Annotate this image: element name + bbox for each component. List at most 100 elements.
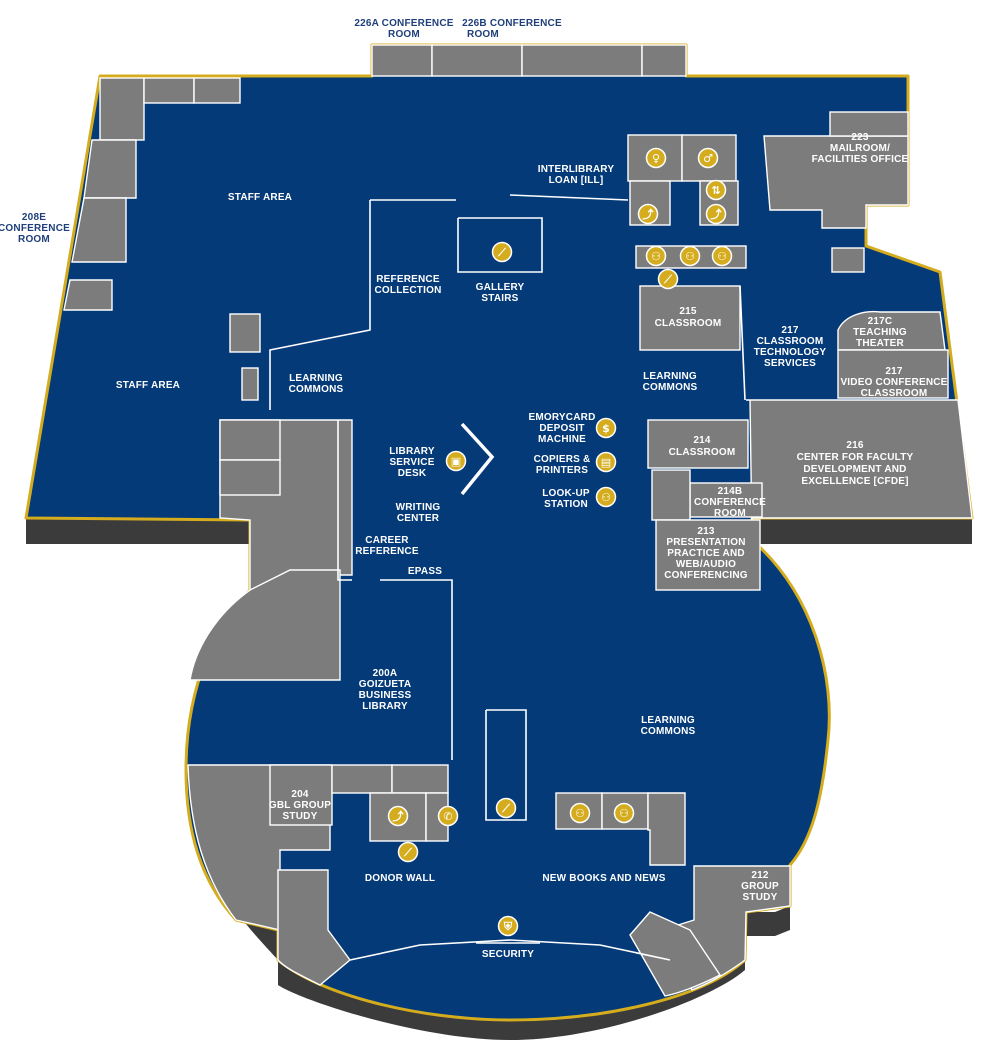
water-fountain-icon-glyph: ⤴ [711, 207, 723, 221]
room-223 [763, 135, 909, 229]
service-desk-icon-circle [445, 450, 467, 472]
wall-ref-vert [269, 200, 371, 410]
room-nw-1 [99, 77, 145, 141]
stairs-icon-circle [397, 841, 419, 863]
stairs-icon-glyph: ⟋ [663, 273, 673, 286]
room-sw-cluster [189, 569, 341, 681]
stairs-icon-glyph: ⟋ [497, 246, 507, 259]
room-left-a [229, 313, 261, 353]
security-icon-glyph: ⛨ [503, 920, 513, 933]
restroom-women-icon: ♀ [645, 147, 667, 169]
restroom-men-icon: ♂ [697, 147, 719, 169]
group-study-icon: ⚇ [711, 245, 733, 267]
room-223-c [831, 247, 865, 273]
stairs-icon: ⟋ [397, 841, 419, 863]
room-left-b [241, 367, 259, 401]
group-study-icon-circle [613, 802, 635, 824]
water-fountain-icon: ⤴ [387, 805, 409, 827]
water-fountain-icon-circle [705, 203, 727, 225]
room-215 [639, 285, 741, 351]
printer-icon-glyph: ▤ [601, 456, 611, 469]
room-226b-2 [641, 44, 687, 77]
room-226b [521, 44, 643, 77]
stairs-icon-circle [657, 268, 679, 290]
map-icons: ♀♂⤴⇅⤴⟋⚇⚇⚇⟋$▤⚇▣⤴✆⟋⟋⚇⚇⛨ [387, 147, 733, 937]
water-fountain-icon-glyph: ⤴ [393, 809, 405, 823]
security-icon: ⛨ [497, 915, 519, 937]
label-new-books: NEW BOOKS AND NEWS [542, 873, 665, 884]
room-223-b [829, 111, 909, 137]
label-donor-wall: DONOR WALL [365, 873, 435, 884]
wall-arc [349, 939, 671, 961]
group-study-icon-glyph: ⚇ [685, 250, 695, 263]
walls [269, 194, 746, 961]
stairs-icon-glyph: ⟋ [403, 846, 413, 859]
printer-icon-circle [595, 451, 617, 473]
room-226a-2 [431, 44, 523, 77]
room-nw-2 [143, 77, 195, 104]
room-204-b [269, 764, 333, 826]
stairs-icon-circle [491, 241, 513, 263]
printer-icon: ▤ [595, 451, 617, 473]
wall-cw [337, 420, 352, 581]
wall-epass [380, 579, 453, 760]
service-desk-icon-glyph: ▣ [451, 455, 461, 468]
security-icon-circle [497, 915, 519, 937]
room-s-right [629, 911, 722, 997]
lookup-station-icon-circle [595, 486, 617, 508]
room-west-2 [219, 459, 281, 496]
lookup-station-icon: ⚇ [595, 486, 617, 508]
phone-icon-glyph: ✆ [443, 810, 452, 823]
phone-icon: ✆ [437, 805, 459, 827]
water-fountain-icon-glyph: ⤴ [643, 207, 655, 221]
group-study-icon-circle [645, 245, 667, 267]
stairs-icon: ⟋ [657, 268, 679, 290]
group-study-icon: ⚇ [645, 245, 667, 267]
room-sw-3 [391, 764, 449, 794]
group-study-icon-circle [711, 245, 733, 267]
group-study-icon-glyph: ⚇ [575, 807, 585, 820]
label-copiers: COPIERS &PRINTERS [534, 454, 591, 476]
group-study-icon-glyph: ⚇ [651, 250, 661, 263]
elevator-icon-circle [705, 179, 727, 201]
room-226a [371, 44, 433, 77]
deposit-machine-icon-circle [595, 417, 617, 439]
stairs-icon: ⟋ [491, 241, 513, 263]
water-fountain-icon-circle [637, 203, 659, 225]
deposit-machine-icon-glyph: $ [602, 422, 610, 435]
stairs-icon-circle [495, 797, 517, 819]
service-desk-counter [460, 422, 495, 496]
wall-aisle [485, 709, 527, 821]
room-208e [71, 197, 127, 263]
group-study-icon: ⚇ [679, 245, 701, 267]
room-s-left [277, 869, 351, 986]
room-216 [746, 399, 973, 541]
wall-right [739, 285, 746, 401]
room-nw-4 [83, 139, 137, 199]
water-fountain-icon: ⤴ [705, 203, 727, 225]
water-fountain-icon: ⤴ [637, 203, 659, 225]
room-213 [655, 519, 761, 591]
restroom-women-icon-circle [645, 147, 667, 169]
restroom-men-icon-circle [697, 147, 719, 169]
label-staff-area-top: STAFF AREA [228, 192, 292, 203]
